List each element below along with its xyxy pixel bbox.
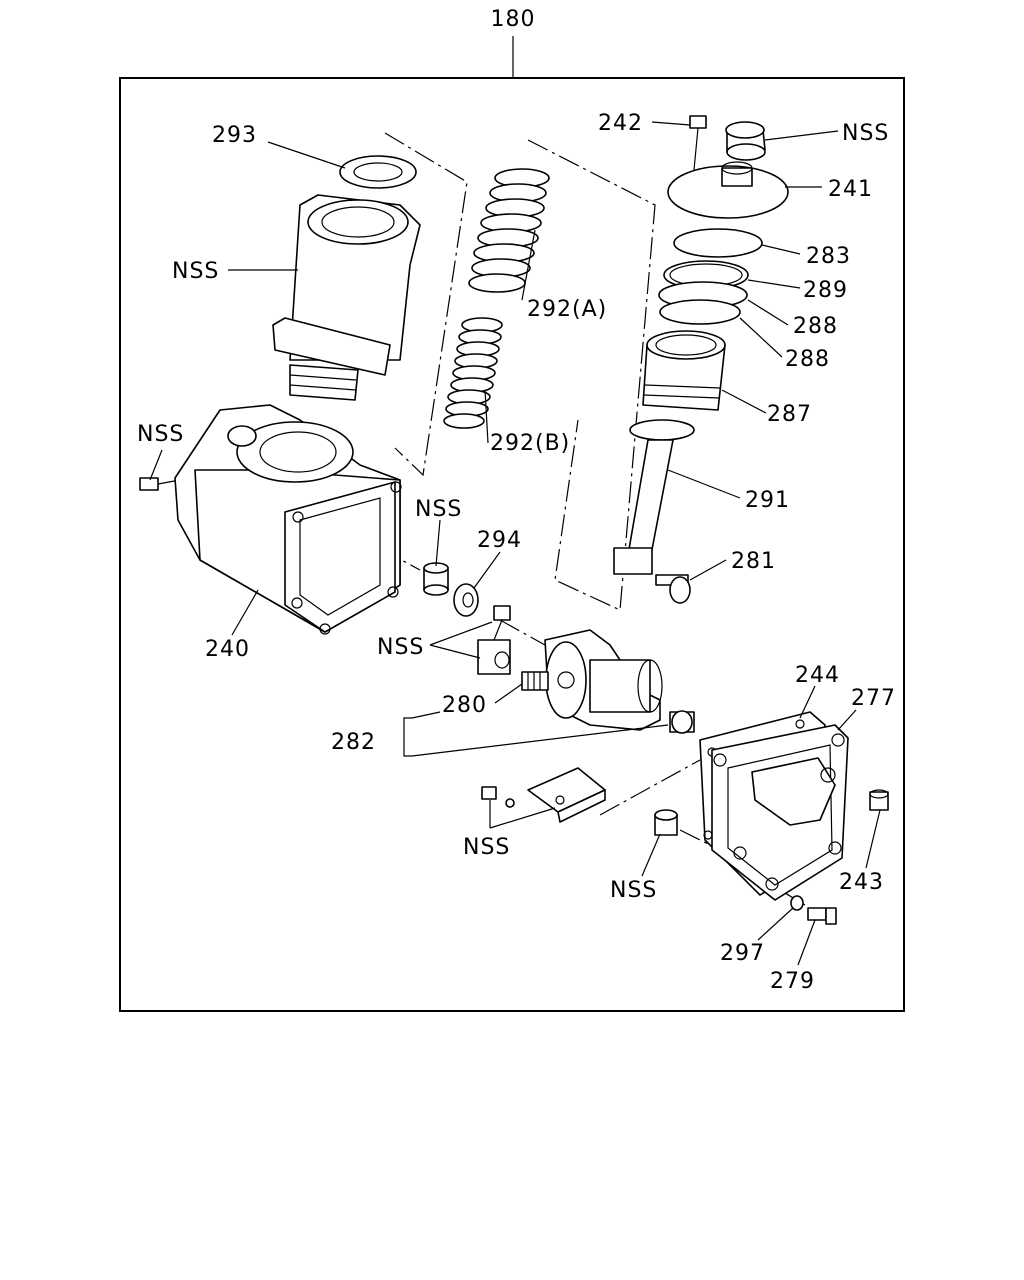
bolt-279	[807, 907, 837, 925]
callout-nss-housing: NSS	[172, 259, 219, 284]
callout-nss-pin: NSS	[610, 878, 657, 903]
bushing-282	[669, 710, 695, 734]
callout-279: 279	[770, 969, 815, 994]
assembly-number: 180	[491, 7, 536, 32]
seal-ring-293	[339, 155, 417, 189]
leader-lines	[149, 121, 881, 966]
callout-293: 293	[212, 123, 257, 148]
callout-nss-plug: NSS	[137, 422, 184, 447]
callout-243: 243	[839, 870, 884, 895]
piston-287	[642, 330, 726, 411]
callout-294: 294	[477, 528, 522, 553]
washer-297	[790, 895, 804, 911]
callout-287: 287	[767, 402, 812, 427]
cylinder-housing	[272, 194, 421, 401]
callout-297: 297	[720, 941, 765, 966]
pin-281	[655, 574, 691, 604]
washer-294	[453, 583, 479, 617]
spring-292a	[468, 168, 550, 293]
side-cover-277	[711, 724, 849, 901]
callout-288-upper: 288	[793, 314, 838, 339]
callout-242: 242	[598, 111, 643, 136]
bolt-242	[689, 115, 707, 171]
diagram-frame	[119, 77, 905, 1012]
callout-labels: 293 NSS 292(A) 292(B) 242 NSS 241 283 28…	[137, 111, 896, 994]
callout-240: 240	[205, 637, 250, 662]
sector-shaft	[544, 629, 663, 731]
gear-housing-240	[174, 404, 402, 635]
cover-241	[667, 161, 789, 219]
o-ring-283	[673, 228, 763, 258]
callout-289: 289	[803, 278, 848, 303]
pin-lower	[654, 809, 678, 836]
rod-291	[613, 419, 695, 575]
callout-291: 291	[745, 488, 790, 513]
block	[477, 605, 511, 675]
ring-288-lower	[659, 299, 741, 325]
callout-288-lower: 288	[785, 347, 830, 372]
adjusting-screw-280	[521, 671, 549, 691]
callout-nss-cap: NSS	[842, 121, 889, 146]
nut-243	[869, 789, 889, 811]
callout-283: 283	[806, 244, 851, 269]
callout-281: 281	[731, 549, 776, 574]
callout-277: 277	[851, 686, 896, 711]
callout-nss-bushing: NSS	[415, 497, 462, 522]
callout-nss-bracket: NSS	[463, 835, 510, 860]
spring-292b	[443, 317, 503, 429]
bushing	[423, 562, 449, 596]
callout-282: 282	[331, 730, 376, 755]
callout-292b: 292(B)	[490, 431, 570, 456]
bracket	[481, 767, 606, 823]
cap	[725, 121, 766, 161]
callout-280: 280	[442, 693, 487, 718]
callout-292a: 292(A)	[527, 297, 607, 322]
callout-nss-block: NSS	[377, 635, 424, 660]
callout-241: 241	[828, 177, 873, 202]
callout-244: 244	[795, 663, 840, 688]
